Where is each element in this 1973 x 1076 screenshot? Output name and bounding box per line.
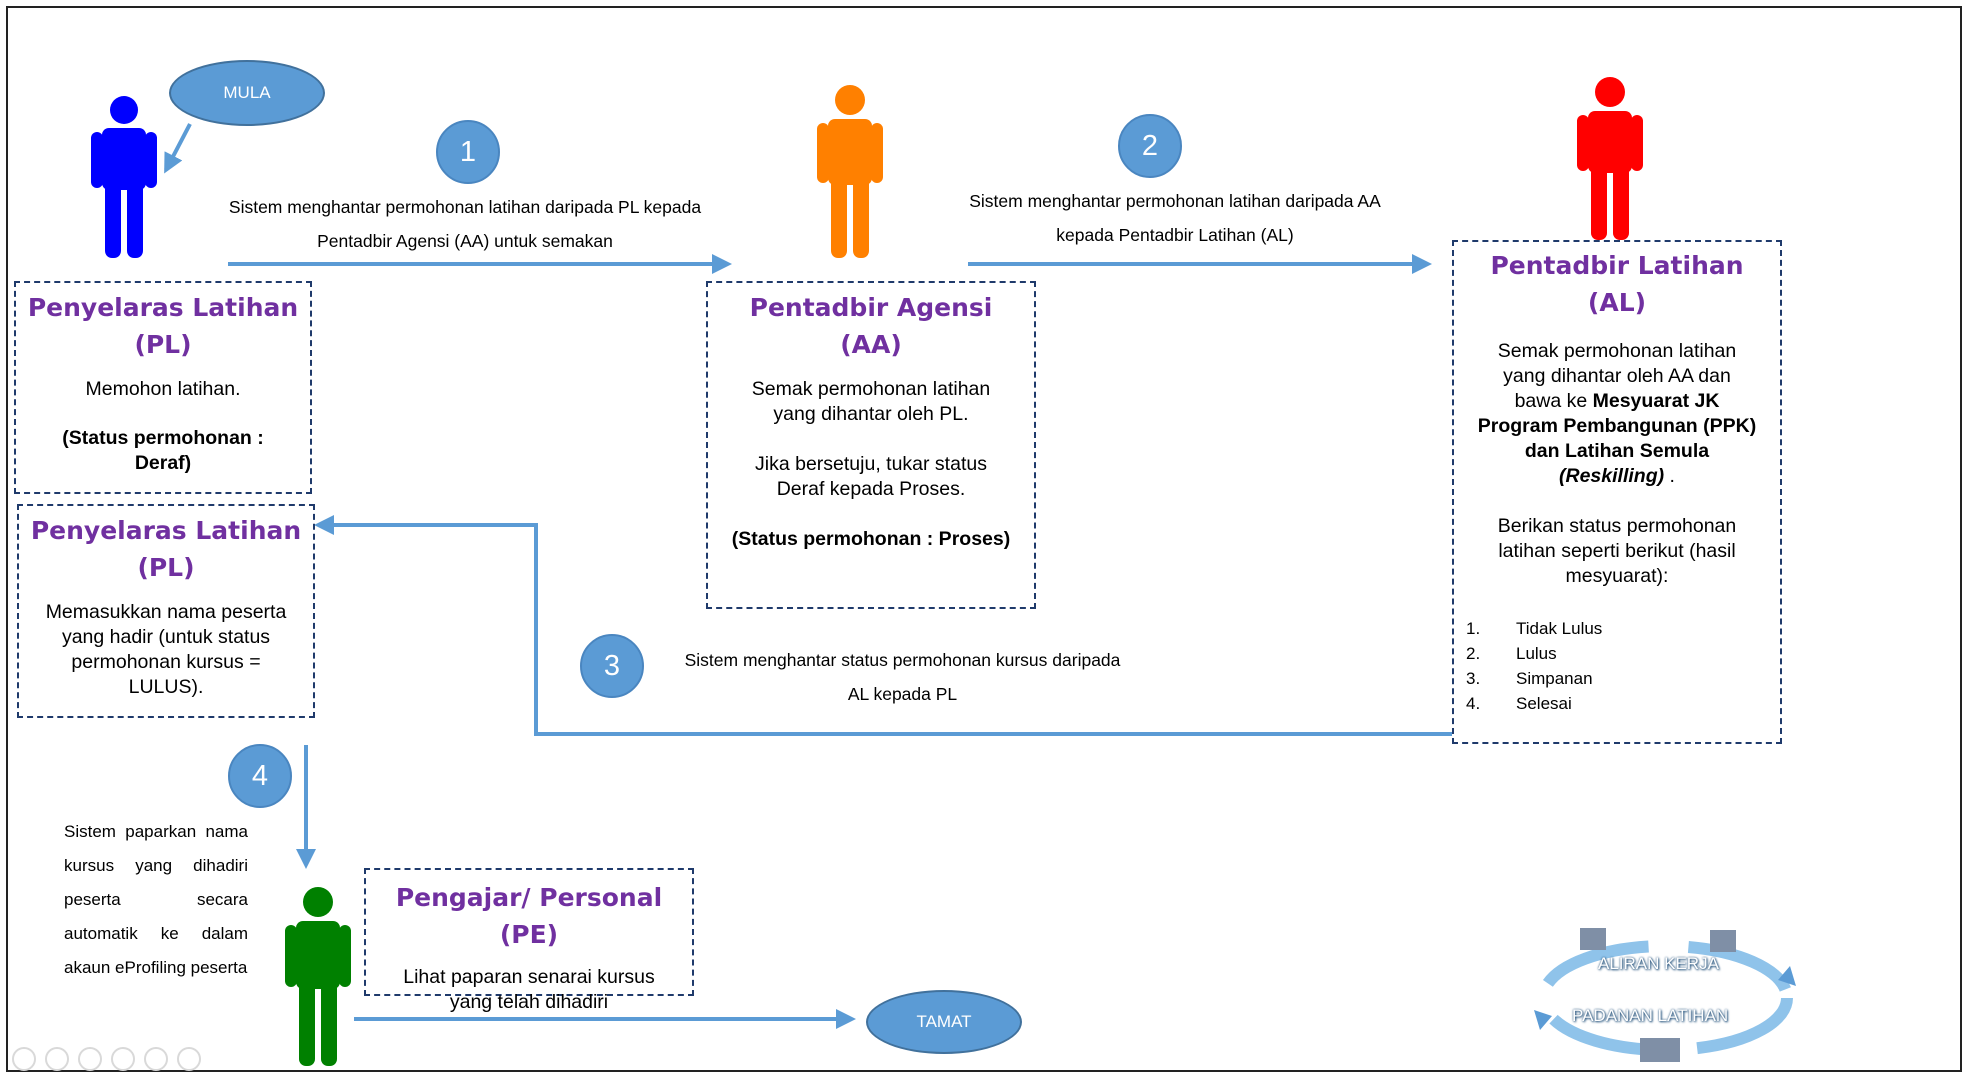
al-person-icon [1577, 77, 1643, 240]
step-2-circle: 2 [1118, 114, 1182, 178]
slide-frame [6, 6, 1962, 1072]
pe-person-icon [285, 887, 351, 1066]
start-oval: MULA [169, 60, 325, 126]
step-1-label: Sistem menghantar permohonan latihan dar… [228, 197, 702, 251]
zoom-icon[interactable] [144, 1047, 168, 1071]
aa-status: (Status permohonan : Proses) [731, 528, 1011, 550]
aa-person-icon [817, 85, 883, 258]
step-3-label: Sistem menghantar status permohonan kurs… [684, 650, 1121, 704]
arrow-al-to-pl [314, 515, 1453, 736]
slide-nav [12, 1047, 201, 1071]
al-title: Pentadbir Latihan(AL) [1490, 251, 1744, 317]
al-status-list: 1.Tidak Lulus 2.Lulus 3.Simpanan 4.Seles… [1466, 616, 1780, 716]
pl-box-attendance: Penyelaras Latihan(PL) Memasukkan nama p… [17, 504, 315, 718]
list-item: 1.Tidak Lulus [1466, 619, 1603, 638]
mula-pointer [164, 123, 192, 174]
pl-box-apply: Penyelaras Latihan(PL) Memohon latihan. … [14, 281, 312, 494]
next-slide-icon[interactable] [45, 1047, 69, 1071]
aa-box: Pentadbir Agensi(AA) Semak permohonan la… [706, 281, 1036, 609]
pe-title: Pengajar/ Personal (PE) [395, 883, 663, 949]
list-item: 3.Simpanan [1466, 669, 1593, 688]
previous-slide-icon[interactable] [12, 1047, 36, 1071]
aa-title: Pentadbir Agensi(AA) [749, 293, 993, 359]
step-2-label: Sistem menghantar permohonan latihan dar… [969, 191, 1381, 245]
more-options-icon[interactable] [177, 1047, 201, 1071]
pen-icon[interactable] [78, 1047, 102, 1071]
pl-title: Penyelaras Latihan(PL) [27, 293, 299, 359]
end-oval: TAMAT [866, 990, 1022, 1054]
step-1-circle: 1 [436, 120, 500, 184]
pl-status: (Status permohonan :Deraf) [62, 427, 264, 474]
list-item: 4.Selesai [1466, 694, 1572, 713]
pe-box: Pengajar/ Personal (PE) Lihat paparan se… [364, 868, 694, 1013]
list-item: 2.Lulus [1466, 644, 1557, 663]
slides-grid-icon[interactable] [111, 1047, 135, 1071]
step-4-label: Sistem paparkan nama kursus yang dihadir… [64, 822, 248, 977]
end-label: TAMAT [916, 1012, 972, 1031]
logo-line-1: ALIRAN KERJA [1598, 954, 1719, 973]
start-label: MULA [223, 83, 271, 102]
al-box: Pentadbir Latihan(AL) Semak permohonan l… [1452, 240, 1782, 744]
step-3-circle: 3 [580, 634, 644, 698]
workflow-logo: ALIRAN KERJA PADANAN LATIHAN [1530, 920, 1800, 1070]
logo-line-2: PADANAN LATIHAN [1572, 1006, 1729, 1025]
step-4-circle: 4 [228, 744, 292, 808]
pl-person-icon [91, 96, 157, 258]
pl2-title: Penyelaras Latihan(PL) [30, 516, 302, 582]
al-body: Semak permohonan latihan yang dihantar o… [1477, 340, 1757, 587]
pl-body: Memohon latihan. [85, 378, 241, 400]
